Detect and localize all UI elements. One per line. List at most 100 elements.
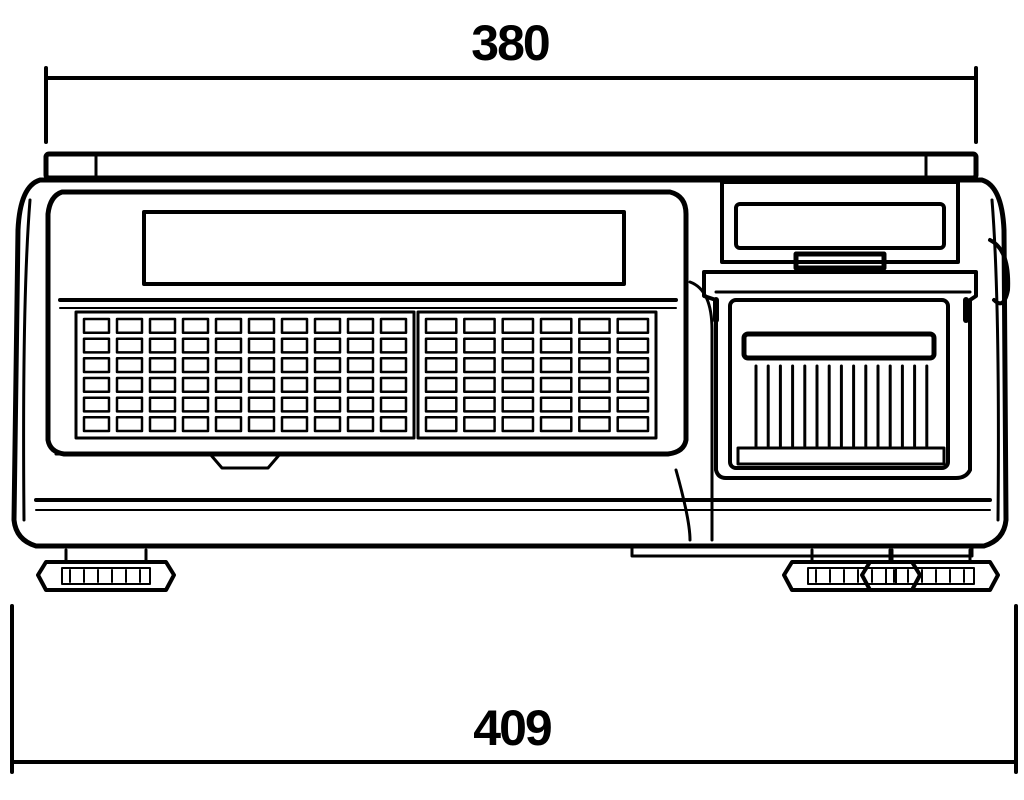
keypad-key	[82, 396, 111, 413]
printer-unit	[702, 270, 978, 480]
keypad-key	[280, 416, 309, 433]
keypad-key	[247, 396, 276, 413]
keypad-key	[181, 376, 210, 393]
keypad-key	[379, 416, 408, 433]
keypad-key	[280, 337, 309, 354]
keypad-key	[214, 357, 243, 374]
customer-display-window	[734, 202, 946, 250]
bottom-dimension: 409	[10, 604, 1018, 774]
leveling-foot	[36, 548, 176, 592]
keypad-key	[539, 396, 573, 413]
keypad-key	[313, 396, 342, 413]
bottom-width-label: 409	[473, 700, 551, 756]
keypad-key	[181, 317, 210, 334]
keypad-key	[247, 357, 276, 374]
keypad-key	[280, 317, 309, 334]
side-knob	[988, 238, 1011, 306]
keypad-key	[148, 337, 177, 354]
top-width-label: 380	[471, 15, 549, 71]
keypad-key	[214, 317, 243, 334]
keypad-key	[313, 416, 342, 433]
keypad-key	[346, 416, 375, 433]
keypad-key	[578, 396, 611, 413]
keypad-key	[463, 396, 496, 413]
keypad-key	[616, 357, 650, 374]
keypad-key	[115, 317, 144, 334]
keypad-key	[346, 337, 375, 354]
keypad-key	[280, 357, 309, 374]
keypad-key	[115, 376, 144, 393]
keypad-key	[424, 396, 458, 413]
keypad-key	[247, 376, 276, 393]
keypad-key	[501, 396, 535, 413]
top-dimension: 380	[44, 15, 978, 144]
keypad-key	[379, 337, 408, 354]
keypad-key	[616, 416, 650, 433]
keypad-key	[424, 416, 458, 433]
keypad-key	[247, 337, 276, 354]
keypad-key	[346, 357, 375, 374]
leveling-foot	[860, 548, 1000, 592]
keypad-key	[616, 396, 650, 413]
keypad-key	[463, 317, 496, 334]
keypad-key	[115, 396, 144, 413]
keypad-key	[115, 416, 144, 433]
keypad-key	[424, 337, 458, 354]
leveling-feet	[36, 548, 1000, 592]
keypad-key	[148, 416, 177, 433]
keypad-key	[313, 376, 342, 393]
keypad-key	[148, 376, 177, 393]
keypad-key	[280, 396, 309, 413]
keypad-key	[424, 376, 458, 393]
keypad-key	[115, 357, 144, 374]
keypad-key	[501, 337, 535, 354]
operator-display-window	[142, 210, 626, 286]
keypad-key	[313, 317, 342, 334]
keypad-key	[463, 416, 496, 433]
keypad-key	[214, 416, 243, 433]
keypad-key	[501, 416, 535, 433]
keypad-key	[313, 357, 342, 374]
keypad-key	[424, 357, 458, 374]
keypad-key	[539, 357, 573, 374]
keypad-key	[346, 317, 375, 334]
keypad-key	[247, 416, 276, 433]
keypad-key	[463, 376, 496, 393]
keypad-key	[148, 357, 177, 374]
printer-ribs	[754, 364, 929, 448]
keypad-key	[463, 337, 496, 354]
keypad-key	[82, 416, 111, 433]
keypad-key	[539, 376, 573, 393]
operator-panel	[45, 189, 689, 457]
housing-outline	[11, 177, 1009, 549]
scale-body	[11, 151, 1011, 558]
keypad-key	[379, 396, 408, 413]
keypad-key	[616, 337, 650, 354]
keypad-key	[424, 317, 458, 334]
keypad-key	[578, 416, 611, 433]
keypad-left	[82, 317, 408, 433]
label-exit-slot	[741, 331, 937, 361]
keypad-right	[424, 317, 650, 433]
keypad-key	[578, 337, 611, 354]
keypad-key	[539, 317, 573, 334]
keypad-key	[148, 317, 177, 334]
keypad-key	[379, 317, 408, 334]
keypad-key	[82, 376, 111, 393]
keypad-key	[181, 396, 210, 413]
weighing-platter	[43, 151, 979, 181]
keypad-key	[539, 416, 573, 433]
keypad-key	[280, 376, 309, 393]
keypad-key	[346, 396, 375, 413]
keypad-key	[214, 376, 243, 393]
printer-door	[728, 298, 950, 470]
keypad-key	[214, 337, 243, 354]
keypad-key	[346, 376, 375, 393]
keypad-key	[539, 337, 573, 354]
keypad-key	[501, 376, 535, 393]
keypad-key	[616, 376, 650, 393]
keypad-key	[82, 317, 111, 334]
keypad-key	[578, 376, 611, 393]
keypad-key	[616, 317, 650, 334]
